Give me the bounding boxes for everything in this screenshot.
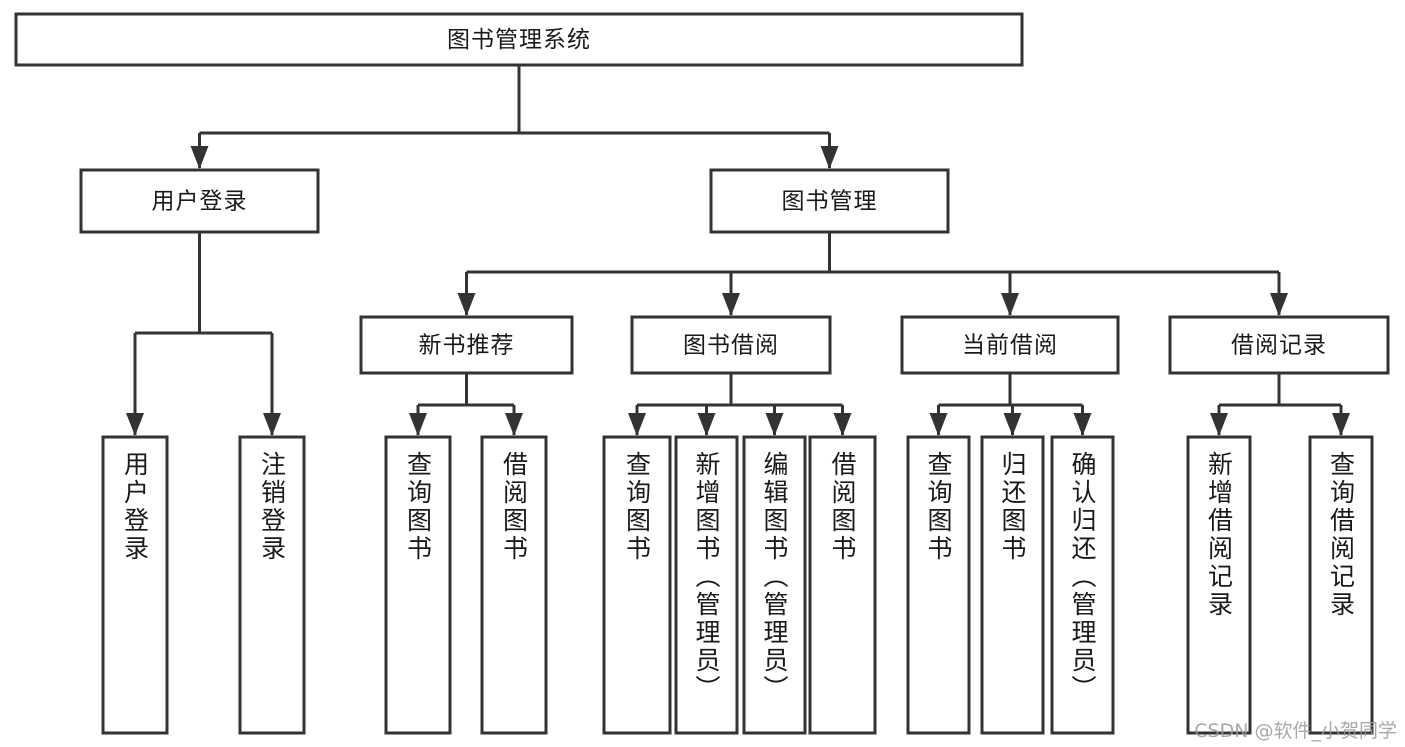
node-box-leaf-4[interactable] <box>602 435 672 735</box>
node-box-leaf-5[interactable] <box>674 435 739 735</box>
node-box-leaf-9[interactable] <box>980 435 1045 735</box>
node-box-leaf-8[interactable] <box>906 435 971 735</box>
node-label-level3-1: 图书借阅 <box>683 333 779 359</box>
arrow-to-leaf-3 <box>505 413 523 436</box>
node-label-level3-0: 新书推荐 <box>419 333 515 359</box>
node-box-leaf-6[interactable] <box>742 435 807 735</box>
arrow-to-level3-2 <box>1001 293 1019 316</box>
node-box-leaf-11[interactable] <box>1186 435 1252 735</box>
node-label-root: 图书管理系统 <box>447 27 591 53</box>
arrow-to-leaf-7 <box>833 413 852 436</box>
arrow-to-level3-3 <box>1270 293 1288 316</box>
node-label-level3-2: 当前借阅 <box>962 333 1058 359</box>
arrow-to-level2-1 <box>820 146 839 169</box>
node-box-leaf-3[interactable] <box>480 435 548 735</box>
arrow-to-leaf-8 <box>929 413 948 436</box>
node-box-root[interactable] <box>14 12 1024 67</box>
arrow-to-leaf-6 <box>765 413 784 436</box>
node-label-level2-0: 用户登录 <box>152 189 248 215</box>
node-box-leaf-12[interactable] <box>1308 435 1374 735</box>
arrow-to-leaf-5 <box>697 413 716 436</box>
node-box-level2-1[interactable] <box>709 168 950 234</box>
arrow-to-leaf-1 <box>263 413 281 436</box>
arrow-to-leaf-12 <box>1332 413 1350 436</box>
connector-lines-group <box>126 65 1350 436</box>
arrow-to-leaf-9 <box>1003 413 1022 436</box>
node-box-leaf-7[interactable] <box>808 435 877 735</box>
arrow-to-level3-1 <box>722 293 740 316</box>
node-box-level3-2[interactable] <box>900 315 1120 375</box>
node-label-level2-1: 图书管理 <box>782 189 878 215</box>
arrow-to-level2-0 <box>190 146 209 169</box>
node-box-level3-3[interactable] <box>1168 315 1390 375</box>
node-box-level2-0[interactable] <box>79 168 320 234</box>
node-box-leaf-2[interactable] <box>384 435 452 735</box>
node-label-level3-3: 借阅记录 <box>1231 333 1327 359</box>
arrow-to-leaf-11 <box>1210 413 1228 436</box>
node-box-leaf-0[interactable] <box>101 435 169 735</box>
arrow-to-leaf-2 <box>409 413 427 436</box>
node-box-leaf-10[interactable] <box>1050 435 1115 735</box>
node-boxes-group <box>14 12 1390 735</box>
node-box-level3-0[interactable] <box>359 315 574 375</box>
arrow-to-leaf-4 <box>628 413 646 436</box>
arrow-to-leaf-10 <box>1073 413 1092 436</box>
arrow-to-leaf-0 <box>126 413 144 436</box>
node-box-leaf-1[interactable] <box>238 435 306 735</box>
arrow-to-level3-0 <box>457 293 476 316</box>
node-box-level3-1[interactable] <box>630 315 832 375</box>
